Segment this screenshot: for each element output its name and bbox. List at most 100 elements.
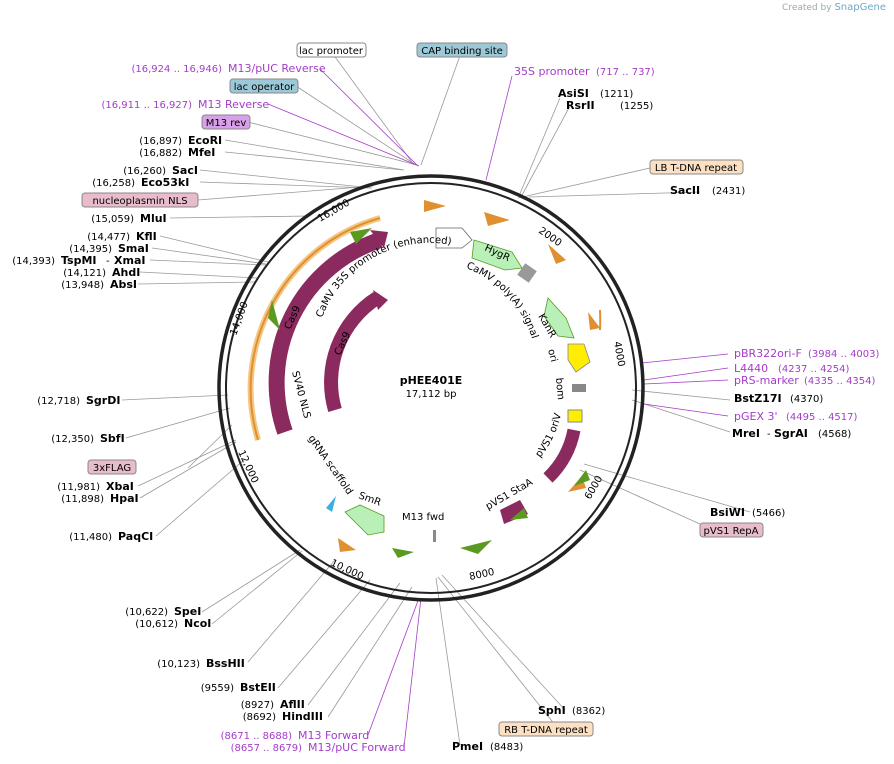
ori-v-box [567, 409, 583, 423]
backbone [217, 174, 645, 602]
sv40-label: SV40 NLS [289, 370, 312, 420]
site-pos: (1255) [620, 101, 653, 112]
site-name: SbfI [100, 432, 125, 445]
site-pos: (11,981) [57, 482, 100, 493]
primer-name: M13 Reverse [198, 98, 269, 111]
primer-pos: (16,924 .. 16,946) [132, 64, 223, 75]
site-pos: (2431) [712, 186, 745, 197]
features [247, 200, 602, 558]
primer-leader-lines [267, 68, 729, 748]
caMV-promoter-arrow [435, 227, 473, 249]
caMV-35s-label: CaMV 35S promoter (enhanced) [315, 235, 453, 319]
lac-operator-label: lac operator [234, 82, 295, 93]
site-pos: (5466) [752, 508, 785, 519]
site-pos: (14,395) [69, 244, 112, 255]
site-name: SpeI [174, 605, 201, 618]
polya-box [517, 263, 537, 283]
tick-16000: 16,000 [316, 198, 352, 225]
orange-arrow-1 [424, 200, 446, 212]
site-pos: (14,121) [63, 268, 106, 279]
hygr-arrow [471, 239, 523, 271]
primer-pos: (4237 .. 4254) [778, 364, 850, 375]
credit-text: Created by [782, 3, 832, 13]
primer-name: M13/pUC Reverse [228, 62, 326, 75]
primer-name: 35S promoter [514, 65, 590, 78]
m13-rev-label: M13 rev [206, 118, 247, 129]
site-name: NcoI [184, 617, 211, 630]
site-pos: (4568) [818, 429, 851, 440]
site-name: RsrII [566, 99, 595, 112]
site-name: MfeI [188, 146, 215, 159]
site-pos: (16,897) [139, 136, 182, 147]
primer-pos: (8671 .. 8688) [221, 731, 293, 742]
site-name: SmaI [118, 242, 149, 255]
bom-label: bom [553, 377, 566, 400]
primer-name: pGEX 3' [734, 410, 778, 423]
grna-marker [326, 496, 336, 512]
lb-tdna-repeat-label: LB T-DNA repeat [655, 163, 737, 174]
site-pos: (14,393) [12, 256, 55, 267]
site-name: MluI [140, 212, 167, 225]
smr-arrow [344, 504, 385, 536]
cas9-outer-head [370, 230, 388, 248]
site-name: XmaI [114, 254, 145, 267]
tick-8000: 8000 [468, 567, 495, 583]
site-name: SgrDI [86, 394, 120, 407]
leader-lines [121, 49, 751, 746]
primer-name: M13 Forward [298, 729, 369, 742]
site-name: HpaI [110, 492, 139, 505]
site-pos: (10,612) [135, 619, 178, 630]
site-pos: (4370) [790, 394, 823, 405]
rb-tdna-repeat-label: RB T-DNA repeat [504, 725, 588, 736]
orange-arrow-6 [338, 538, 356, 552]
primer-pos: (3984 .. 4003) [808, 349, 880, 360]
ori-label: ori [545, 348, 559, 363]
boxed-labels: lac promoter CAP binding site lac operat… [81, 42, 764, 737]
site-name: BsiWI [710, 506, 745, 519]
site-name: XbaI [106, 480, 134, 493]
primer-name: pRS-marker [734, 374, 799, 387]
green-arrow-5 [268, 300, 280, 330]
pvs1-staa-arrow [500, 500, 528, 524]
site-pos: (8692) [243, 712, 276, 723]
site-name: AflII [280, 698, 305, 711]
site-pos: (10,123) [157, 659, 200, 670]
site-name: SgrAI [774, 427, 808, 440]
snapgene-credit: Created by SnapGene [782, 2, 886, 13]
grna-label: gRNA scaffold [306, 433, 355, 496]
primer-name: pBR322ori-F [734, 347, 802, 360]
site-pos: (12,718) [37, 396, 80, 407]
nucleoplasmin-nls-label: nucleoplasmin NLS [92, 196, 187, 207]
site-pos: (11,898) [61, 494, 104, 505]
green-arrow-2 [510, 508, 528, 520]
primer-name: L4440 [734, 362, 768, 375]
green-arrow-4 [392, 548, 414, 558]
site-name: PaqCI [118, 530, 153, 543]
primer-pos: (4495 .. 4517) [786, 412, 858, 423]
orange-arrow-2 [484, 212, 510, 226]
kanr-arrow [543, 297, 575, 339]
site-pos: (11,480) [69, 532, 112, 543]
site-name: AhdI [112, 266, 140, 279]
orange-arrow-4 [588, 312, 600, 330]
cas9-inner-arc [324, 292, 381, 412]
m13-fwd-label: M13 fwd [402, 512, 444, 523]
primer-pos: (16,911 .. 16,927) [102, 100, 193, 111]
primer-pos: (4335 .. 4354) [804, 376, 876, 387]
site-pos: (13,948) [61, 280, 104, 291]
primer-pos: (8657 .. 8679) [231, 743, 303, 754]
site-name: HindIII [282, 710, 323, 723]
site-pos: (10,622) [125, 607, 168, 618]
plasmid-size: 17,112 bp [406, 389, 457, 400]
green-arrow-6 [350, 228, 372, 244]
lac-promoter-label: lac promoter [299, 46, 364, 57]
site-pos: (8483) [490, 742, 523, 753]
tick-4000: 4000 [611, 341, 626, 368]
site-name: SphI [538, 704, 566, 717]
site-pos: (15,059) [91, 214, 134, 225]
ori-arrow [567, 343, 591, 373]
site-name: BssHII [206, 657, 245, 670]
site-name: TspMI [61, 254, 97, 267]
site-name: KflI [136, 230, 157, 243]
orange-arrow-3 [548, 244, 566, 264]
